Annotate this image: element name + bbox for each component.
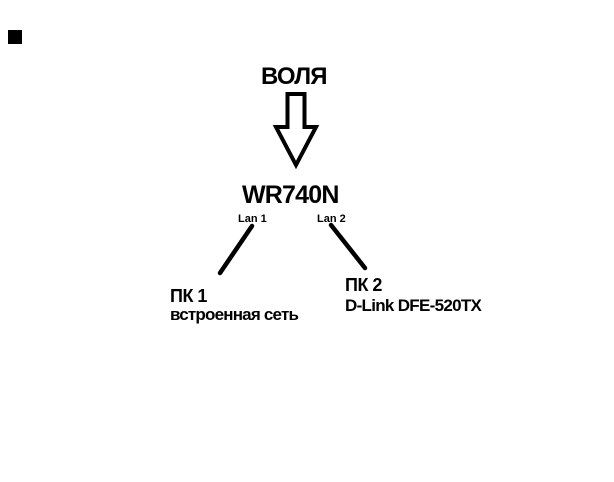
- port-label-lan1: Lan 1: [238, 213, 267, 225]
- connection-line-lan2-pc2: [328, 222, 368, 271]
- port-label-lan2: Lan 2: [317, 213, 346, 225]
- pc2-name-label: ПК 2: [345, 275, 382, 295]
- router-label: WR740N: [242, 181, 339, 209]
- corner-mark-icon: [8, 30, 22, 44]
- isp-label: ВОЛЯ: [261, 63, 327, 90]
- connection-line-lan1-pc1: [217, 223, 255, 276]
- pc1-name-label: ПК 1: [170, 286, 207, 306]
- pc2-adapter-label: D-Link DFE-520TX: [345, 296, 482, 315]
- down-arrow-icon: [272, 92, 320, 170]
- pc1-adapter-label: встроенная сеть: [170, 305, 299, 324]
